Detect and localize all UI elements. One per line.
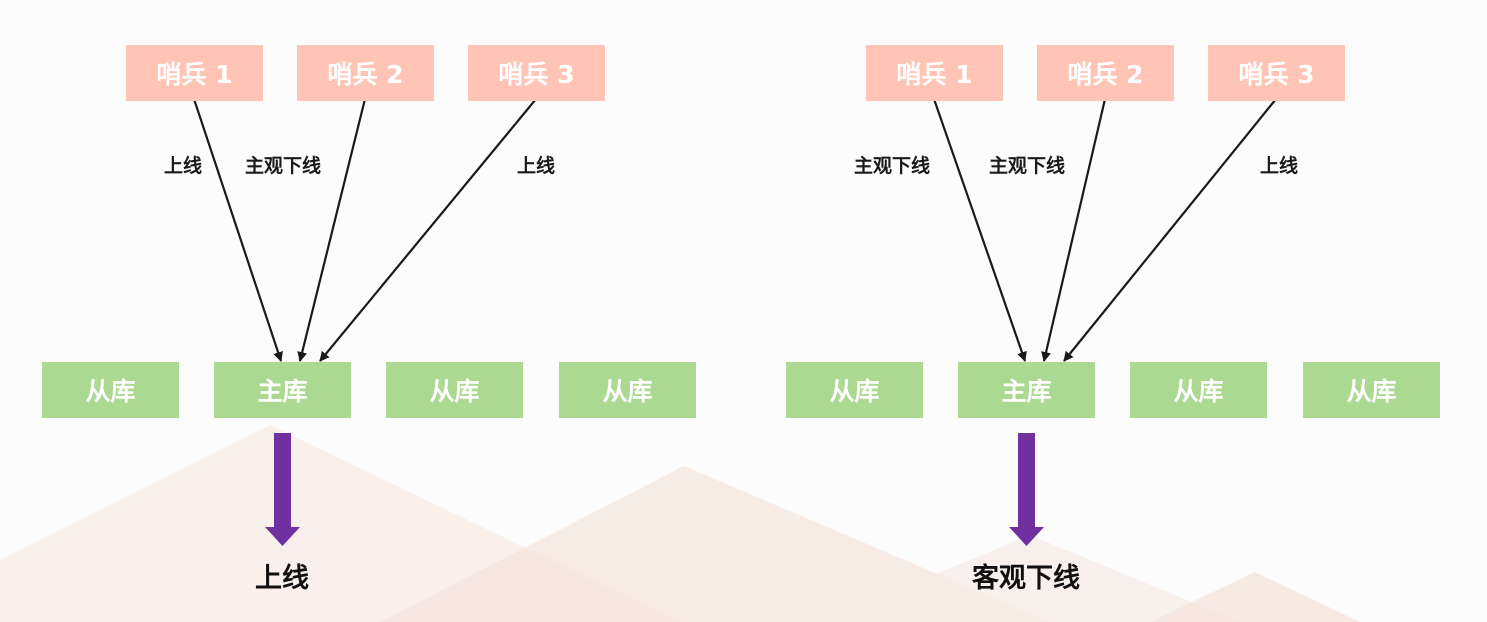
right-master: 主库: [958, 362, 1095, 418]
edge-right-s3: [1063, 98, 1277, 362]
left-result-label: 上线: [255, 563, 309, 594]
left-sentinel-1: 哨兵 1: [126, 45, 263, 101]
edge-right-s1: [932, 98, 1027, 362]
right-replica-1: 从库: [786, 362, 923, 418]
right-edge-label-3: 上线: [1260, 155, 1299, 177]
left-edge-label-3: 上线: [517, 155, 556, 177]
right-sentinel-2: 哨兵 2: [1037, 45, 1174, 101]
right-result-label: 客观下线: [972, 563, 1080, 594]
left-sentinel-2: 哨兵 2: [297, 45, 434, 101]
left-sentinel-3: 哨兵 3: [468, 45, 605, 101]
left-replica-2: 从库: [386, 362, 523, 418]
left-edge-label-1: 上线: [164, 155, 203, 177]
edge-left-s1: [192, 98, 283, 362]
left-master: 主库: [214, 362, 351, 418]
right-replica-2: 从库: [1130, 362, 1267, 418]
result-arrow-left: [265, 433, 300, 546]
right-edge-label-2: 主观下线: [989, 155, 1066, 177]
right-edge-label-1: 主观下线: [854, 155, 931, 177]
edge-left-s3: [319, 98, 537, 362]
right-sentinel-3: 哨兵 3: [1208, 45, 1345, 101]
right-sentinel-1: 哨兵 1: [866, 45, 1003, 101]
left-edge-label-2: 主观下线: [245, 155, 322, 177]
edge-left-s2: [297, 98, 367, 362]
result-arrow-right: [1009, 433, 1044, 546]
left-replica-3: 从库: [559, 362, 696, 418]
left-replica-1: 从库: [42, 362, 179, 418]
edge-right-s2: [1041, 98, 1107, 362]
right-replica-3: 从库: [1303, 362, 1440, 418]
